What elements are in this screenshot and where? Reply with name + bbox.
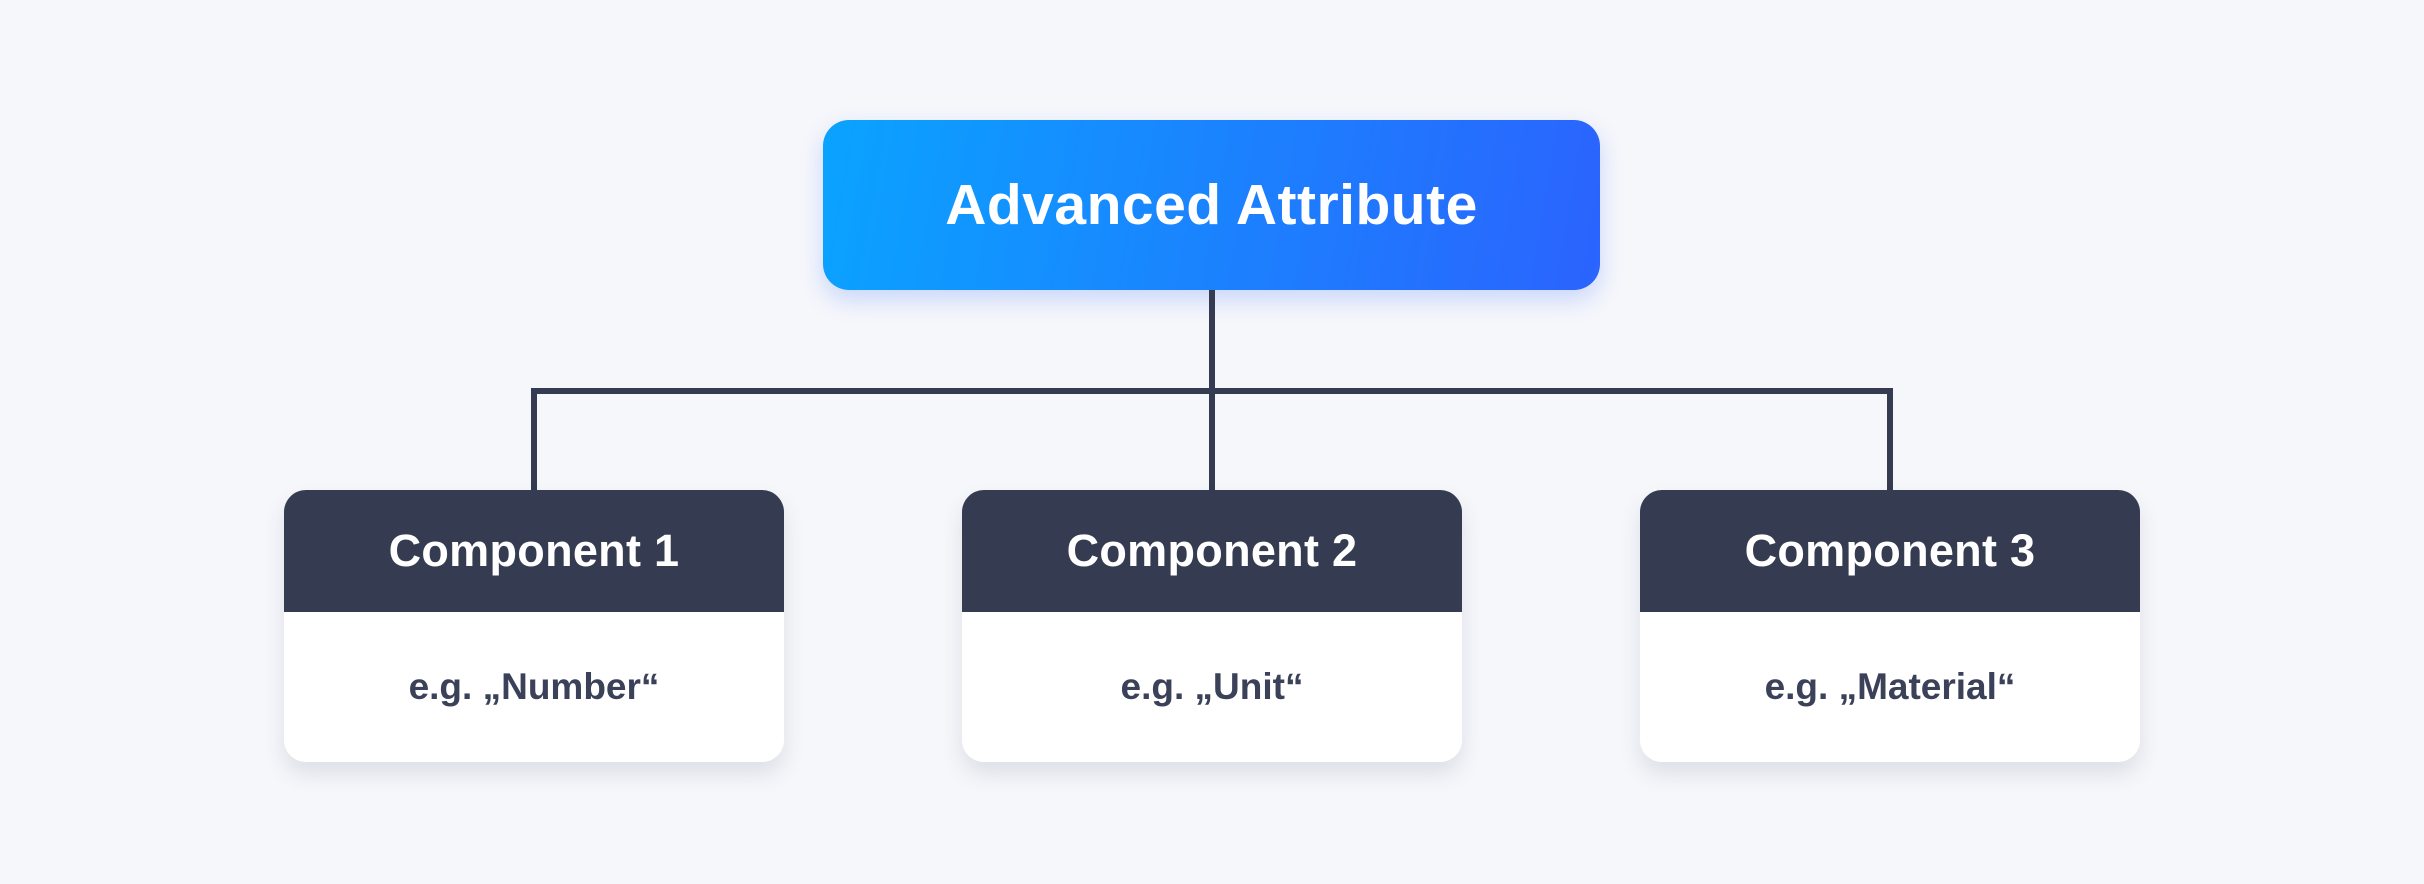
component-3-example-text: e.g. „Material“ <box>1764 666 2016 707</box>
connector-drop-line-right <box>1887 392 1893 492</box>
root-node-label: Advanced Attribute <box>945 173 1478 237</box>
component-1-title: Component 1 <box>388 525 680 576</box>
component-node-3: Component 3 e.g. „Material“ <box>1640 490 2140 762</box>
component-3-header: Component 3 <box>1640 490 2140 612</box>
connector-horizontal-line <box>531 388 1893 394</box>
component-2-example-text: e.g. „Unit“ <box>1120 666 1304 707</box>
component-3-body: e.g. „Material“ <box>1640 612 2140 762</box>
root-node-advanced-attribute: Advanced Attribute <box>823 120 1600 290</box>
component-1-example-text: e.g. „Number“ <box>408 666 660 707</box>
connector-root-drop-line <box>1209 290 1215 394</box>
component-1-body: e.g. „Number“ <box>284 612 784 762</box>
component-node-1: Component 1 e.g. „Number“ <box>284 490 784 762</box>
connector-drop-line-center <box>1209 392 1215 492</box>
connector-drop-line-left <box>531 392 537 492</box>
component-3-title: Component 3 <box>1744 525 2036 576</box>
component-2-header: Component 2 <box>962 490 1462 612</box>
component-1-header: Component 1 <box>284 490 784 612</box>
component-2-title: Component 2 <box>1066 525 1358 576</box>
component-2-body: e.g. „Unit“ <box>962 612 1462 762</box>
component-node-2: Component 2 e.g. „Unit“ <box>962 490 1462 762</box>
